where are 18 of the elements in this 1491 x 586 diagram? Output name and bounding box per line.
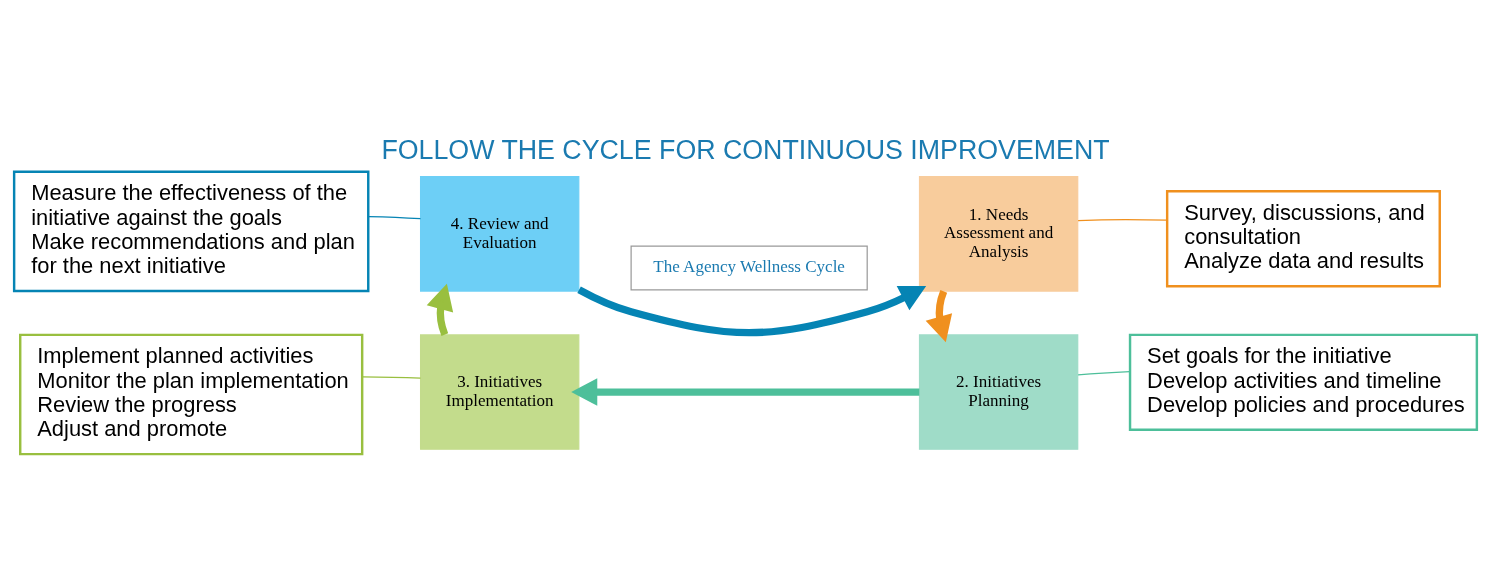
node-box: 1. Needs Assessment and Analysis — [918, 175, 1079, 292]
node-box: Set goals for the initiative Develop activities and timeline Develop policies and procedures — [1128, 333, 1479, 431]
connector — [368, 215, 422, 219]
node-box: 2. Initiatives Planning — [918, 333, 1079, 450]
arrow — [426, 283, 454, 336]
node-box: Implement planned activities Monitor the plan implementation Review the progress Adjust and promote — [19, 333, 364, 455]
node-box: Measure the effectiveness of the initiative against the goals Make recommendations and plan for the next initiative — [12, 170, 370, 292]
arrow — [925, 289, 953, 342]
connector — [361, 375, 422, 379]
connector — [1077, 370, 1131, 376]
node-box: 3. Initiatives Implementation — [419, 333, 580, 450]
arrow — [577, 285, 927, 336]
arrow — [571, 377, 920, 406]
node-box: The Agency Wellness Cycle — [630, 244, 868, 290]
diagram-title: FOLLOW THE CYCLE FOR CONTINUOUS IMPROVEMENT — [381, 134, 1110, 165]
node-box: Survey, discussions, and consultation Analyze data and results — [1165, 189, 1441, 287]
connector — [1077, 218, 1168, 221]
node-box: 4. Review and Evaluation — [419, 175, 580, 292]
